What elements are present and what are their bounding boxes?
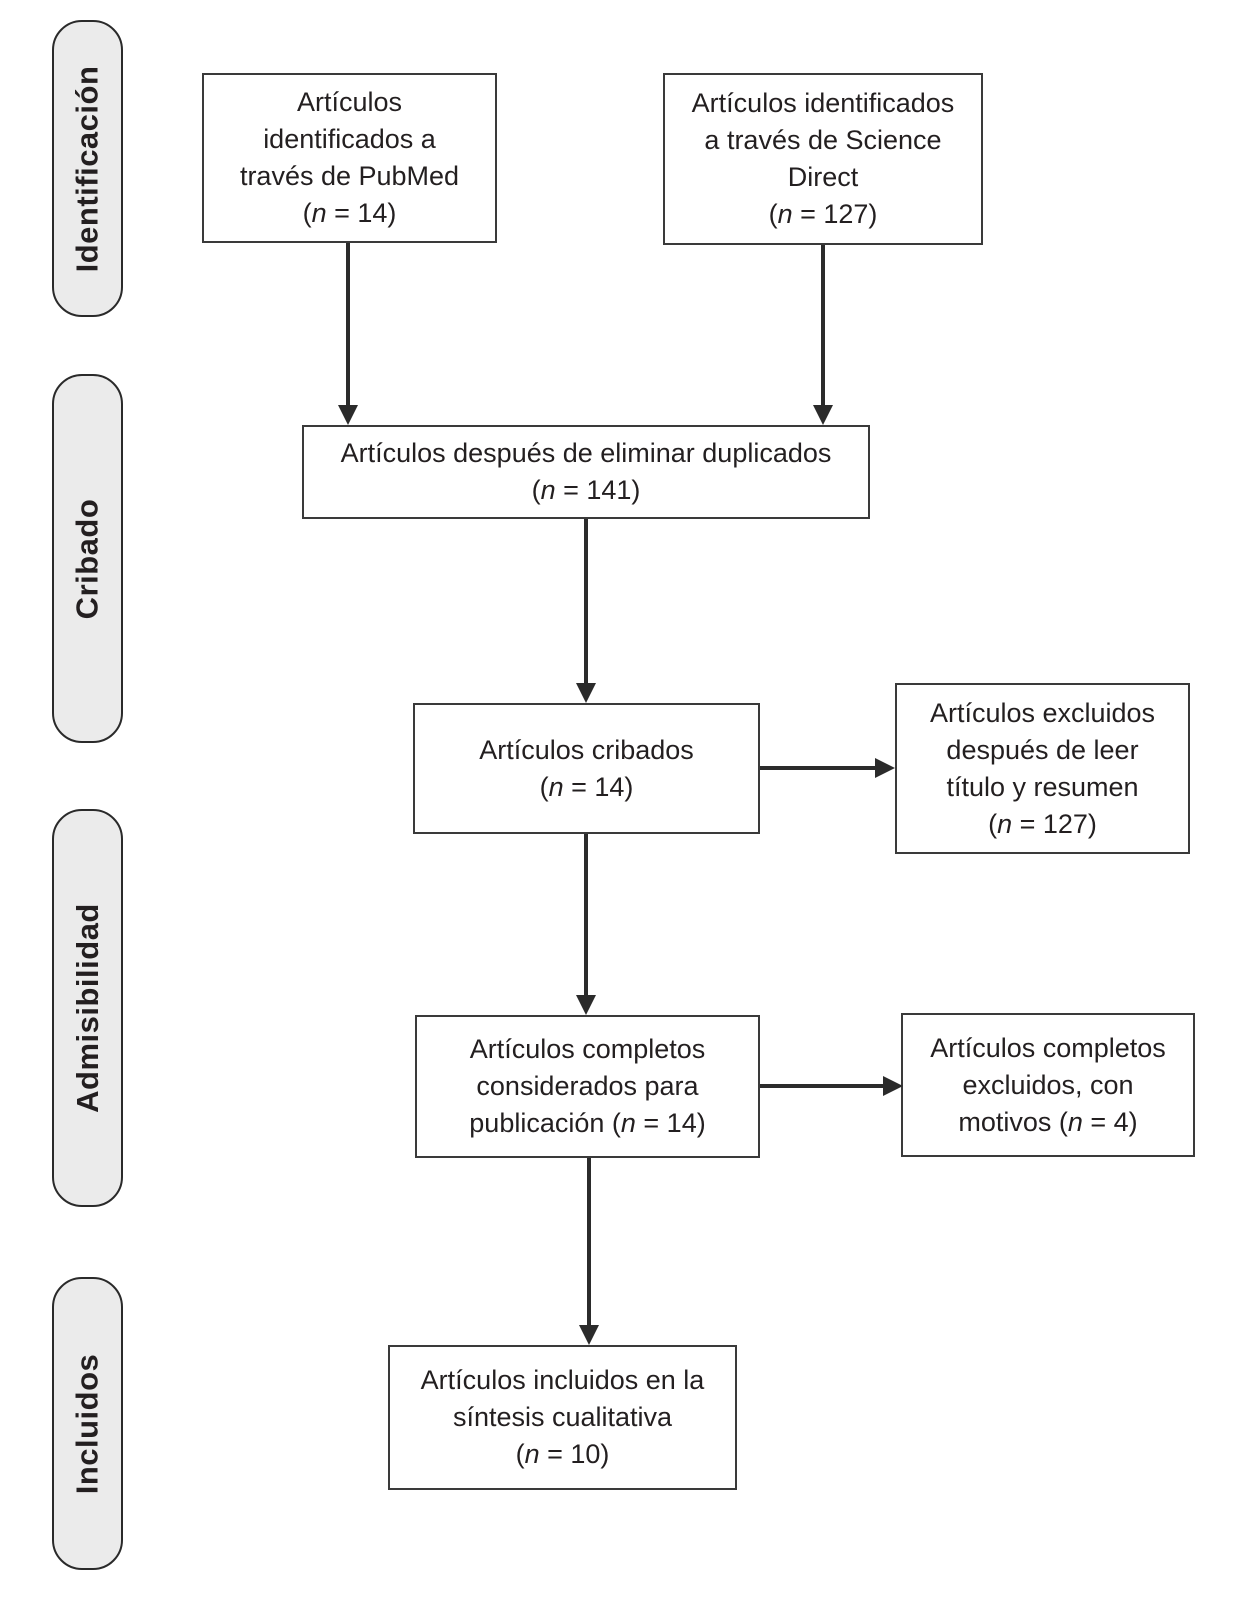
arrow-science-direct-to-duplicates-line — [821, 245, 825, 407]
stage-identificacion-label: Identificación — [69, 65, 105, 272]
box-identified-pubmed-text: Artículos identificados a través de PubM… — [239, 87, 460, 228]
box-excluded-title-abstract: Artículos excluidos después de leer títu… — [895, 683, 1190, 854]
stage-identificacion: Identificación — [52, 20, 123, 317]
arrow-fulltext-to-excluded-line — [760, 1084, 883, 1088]
arrow-science-direct-to-duplicates-head — [813, 405, 833, 425]
arrow-screened-to-fulltext-head — [576, 995, 596, 1015]
box-identified-science-direct: Artículos identificados a través de Scie… — [663, 73, 983, 245]
box-included-qualitative-text: Artículos incluidos en la síntesis cuali… — [420, 1365, 705, 1469]
box-screened-text: Artículos cribados (n = 14) — [479, 734, 694, 802]
arrow-pubmed-to-duplicates-head — [338, 405, 358, 425]
box-identified-science-direct-text: Artículos identificados a través de Scie… — [691, 88, 955, 229]
box-after-duplicates-removed-text: Artículos después de eliminar duplicados… — [340, 438, 832, 505]
arrow-duplicates-to-screened-line — [584, 519, 588, 685]
stage-admisibilidad: Admisibilidad — [52, 809, 123, 1207]
arrow-pubmed-to-duplicates-line — [346, 243, 350, 407]
arrow-screened-to-fulltext-line — [584, 834, 588, 997]
stage-incluidos: Incluidos — [52, 1277, 123, 1570]
arrow-duplicates-to-screened-head — [576, 683, 596, 703]
box-fulltext-excluded-text: Artículos completos excluidos, con motiv… — [930, 1032, 1166, 1137]
box-fulltext-considered: Artículos completos considerados para pu… — [415, 1015, 760, 1158]
box-included-qualitative: Artículos incluidos en la síntesis cuali… — [388, 1345, 737, 1490]
arrow-fulltext-to-included-line — [587, 1158, 591, 1327]
arrow-screened-to-excluded-line — [760, 766, 877, 770]
stage-cribado-label: Cribado — [69, 498, 105, 619]
stage-incluidos-label: Incluidos — [69, 1353, 105, 1494]
box-fulltext-considered-text: Artículos completos considerados para pu… — [469, 1034, 706, 1138]
arrow-fulltext-to-included-head — [579, 1325, 599, 1345]
box-screened: Artículos cribados (n = 14) — [413, 703, 760, 834]
arrow-fulltext-to-excluded-head — [883, 1076, 903, 1096]
box-identified-pubmed: Artículos identificados a través de PubM… — [202, 73, 497, 243]
box-excluded-title-abstract-text: Artículos excluidos después de leer títu… — [929, 697, 1156, 839]
stage-admisibilidad-label: Admisibilidad — [69, 903, 105, 1113]
arrow-screened-to-excluded-head — [875, 758, 895, 778]
stage-cribado: Cribado — [52, 374, 123, 743]
box-fulltext-excluded: Artículos completos excluidos, con motiv… — [901, 1013, 1195, 1157]
box-after-duplicates-removed: Artículos después de eliminar duplicados… — [302, 425, 870, 519]
